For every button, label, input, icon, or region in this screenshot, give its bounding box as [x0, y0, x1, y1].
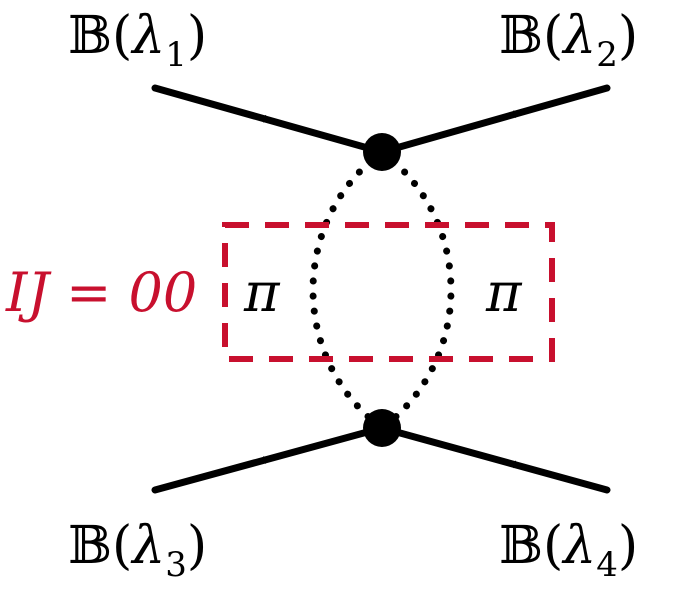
bottom-right-baryon-prefix: 𝔹( [499, 516, 563, 576]
left-pion-label: π [243, 261, 281, 324]
top-left-lambda-subscript: 1 [165, 35, 187, 75]
top-left-baryon-prefix: 𝔹( [68, 6, 132, 66]
top-right-lambda-symbol: λ [561, 6, 596, 66]
bottom-left-lambda-subscript: 3 [165, 545, 187, 585]
bottom-left-baryon-suffix: ) [187, 516, 207, 576]
top-right-arrow-carrier [494, 110, 522, 120]
bottom-left-baryon-prefix: 𝔹( [68, 516, 132, 576]
bottom-left-arrow-carrier [245, 456, 272, 466]
top-vertex [363, 133, 401, 171]
top-right-baryon-label: 𝔹(λ2) [499, 6, 638, 75]
left-pion-propagator [309, 148, 386, 432]
bottom-left-incoming-line [151, 424, 386, 494]
top-left-baryon-label: 𝔹(λ1) [68, 6, 207, 75]
top-left-baryon-suffix: ) [187, 6, 207, 66]
bottom-right-outgoing-line [378, 424, 611, 494]
bottom-right-arrow-carrier [494, 459, 522, 469]
ij-channel-box [222, 222, 555, 362]
top-right-baryon-suffix: ) [618, 6, 638, 66]
top-left-incoming-line [151, 84, 386, 156]
bottom-right-lambda-subscript: 4 [596, 545, 618, 585]
top-right-baryon-prefix: 𝔹( [499, 6, 563, 66]
top-left-lambda-symbol: λ [130, 6, 165, 66]
right-pion-label: π [485, 261, 523, 324]
bottom-right-baryon-label: 𝔹(λ4) [499, 516, 638, 585]
bottom-left-baryon-label: 𝔹(λ3) [68, 516, 207, 585]
top-left-arrow-carrier [245, 113, 272, 123]
bottom-left-lambda-symbol: λ [130, 516, 165, 576]
bottom-vertex [363, 409, 401, 447]
bottom-right-baryon-suffix: ) [618, 516, 638, 576]
top-right-lambda-subscript: 2 [596, 35, 618, 75]
top-right-outgoing-line [378, 84, 611, 156]
bottom-right-lambda-symbol: λ [561, 516, 596, 576]
ij-expression-label: IJ = 00 [5, 261, 197, 324]
right-pion-propagator [378, 148, 455, 432]
